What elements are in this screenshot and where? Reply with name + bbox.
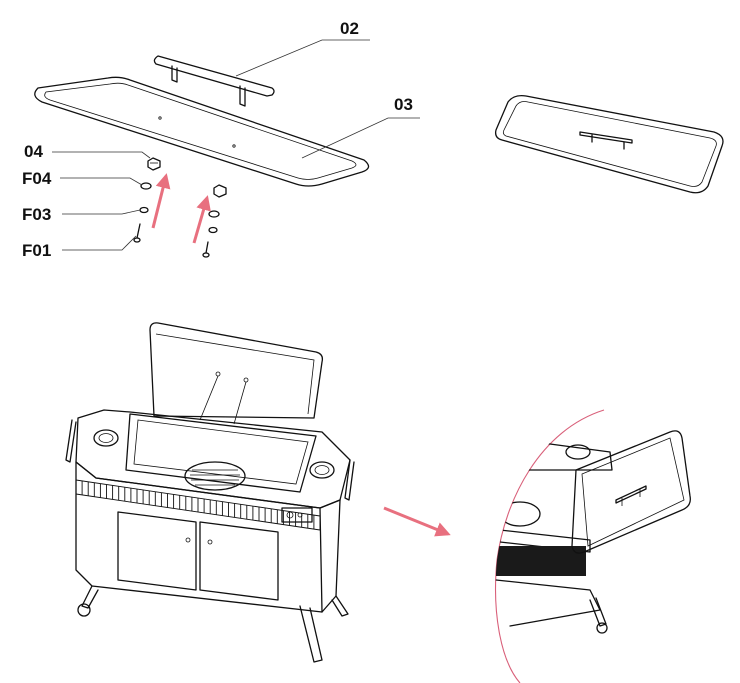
raised-lid xyxy=(149,322,324,425)
callout-f01: F01 xyxy=(22,241,51,260)
leader-f04 xyxy=(60,177,143,186)
lid-handle-02 xyxy=(153,55,275,107)
leader-04 xyxy=(52,151,151,159)
assembled-lid-view xyxy=(494,94,724,194)
leader-f01 xyxy=(62,235,137,251)
zoom-caster-wheel xyxy=(596,622,608,634)
leader-03 xyxy=(301,117,420,159)
zoom-grille-band xyxy=(496,546,586,576)
leg-front-left xyxy=(81,585,99,609)
control-panel xyxy=(281,507,313,523)
cabinet-open-lid-view xyxy=(65,322,355,663)
cabinet-door-left xyxy=(117,511,197,591)
washer-f03-left xyxy=(139,206,149,214)
assembly-arrow-left xyxy=(151,173,171,229)
washer-f04-left xyxy=(140,182,152,190)
callout-04: 04 xyxy=(24,142,43,161)
fastener-set xyxy=(133,157,227,258)
nut-04-left xyxy=(147,157,161,171)
left-cup-holder xyxy=(93,429,119,447)
cabinet-front xyxy=(75,461,323,613)
cabinet-door-right xyxy=(199,521,279,601)
zoom-cup-holder xyxy=(565,444,591,460)
screw-f01-left xyxy=(133,223,141,243)
callout-02: 02 xyxy=(340,19,359,38)
caster-wheel-left xyxy=(77,603,91,617)
leg-back-right xyxy=(331,595,349,617)
screw-f01-right xyxy=(202,241,210,258)
burner-tub xyxy=(125,413,317,493)
zoom-detail-view xyxy=(495,409,691,683)
callout-03: 03 xyxy=(394,95,413,114)
washer-f03-right xyxy=(208,226,218,234)
nut-04-right xyxy=(213,184,227,198)
assembly-arrow-right xyxy=(192,195,211,244)
assembled-lid-handle xyxy=(579,131,633,150)
leader-f03 xyxy=(62,209,141,215)
washer-f04-right xyxy=(208,210,220,218)
leg-front-right xyxy=(299,605,323,663)
zoom-leg xyxy=(589,597,607,627)
right-cup-holder xyxy=(309,461,335,479)
fire-grate xyxy=(184,461,246,491)
callout-f04: F04 xyxy=(22,169,52,188)
zoom-raised-lid xyxy=(571,430,691,554)
grate-bars xyxy=(190,469,240,486)
zoom-lid-handle xyxy=(615,485,647,504)
callout-f03: F03 xyxy=(22,205,51,224)
lid-panel-03 xyxy=(34,76,370,187)
right-side-handle xyxy=(344,459,355,501)
exploded-lid-view: 02 03 04 F04 F03 F01 xyxy=(22,19,420,260)
zoom-fire-grate xyxy=(499,501,541,527)
direction-arrow xyxy=(383,506,451,537)
left-side-handle xyxy=(65,419,77,463)
leader-02 xyxy=(235,39,370,77)
